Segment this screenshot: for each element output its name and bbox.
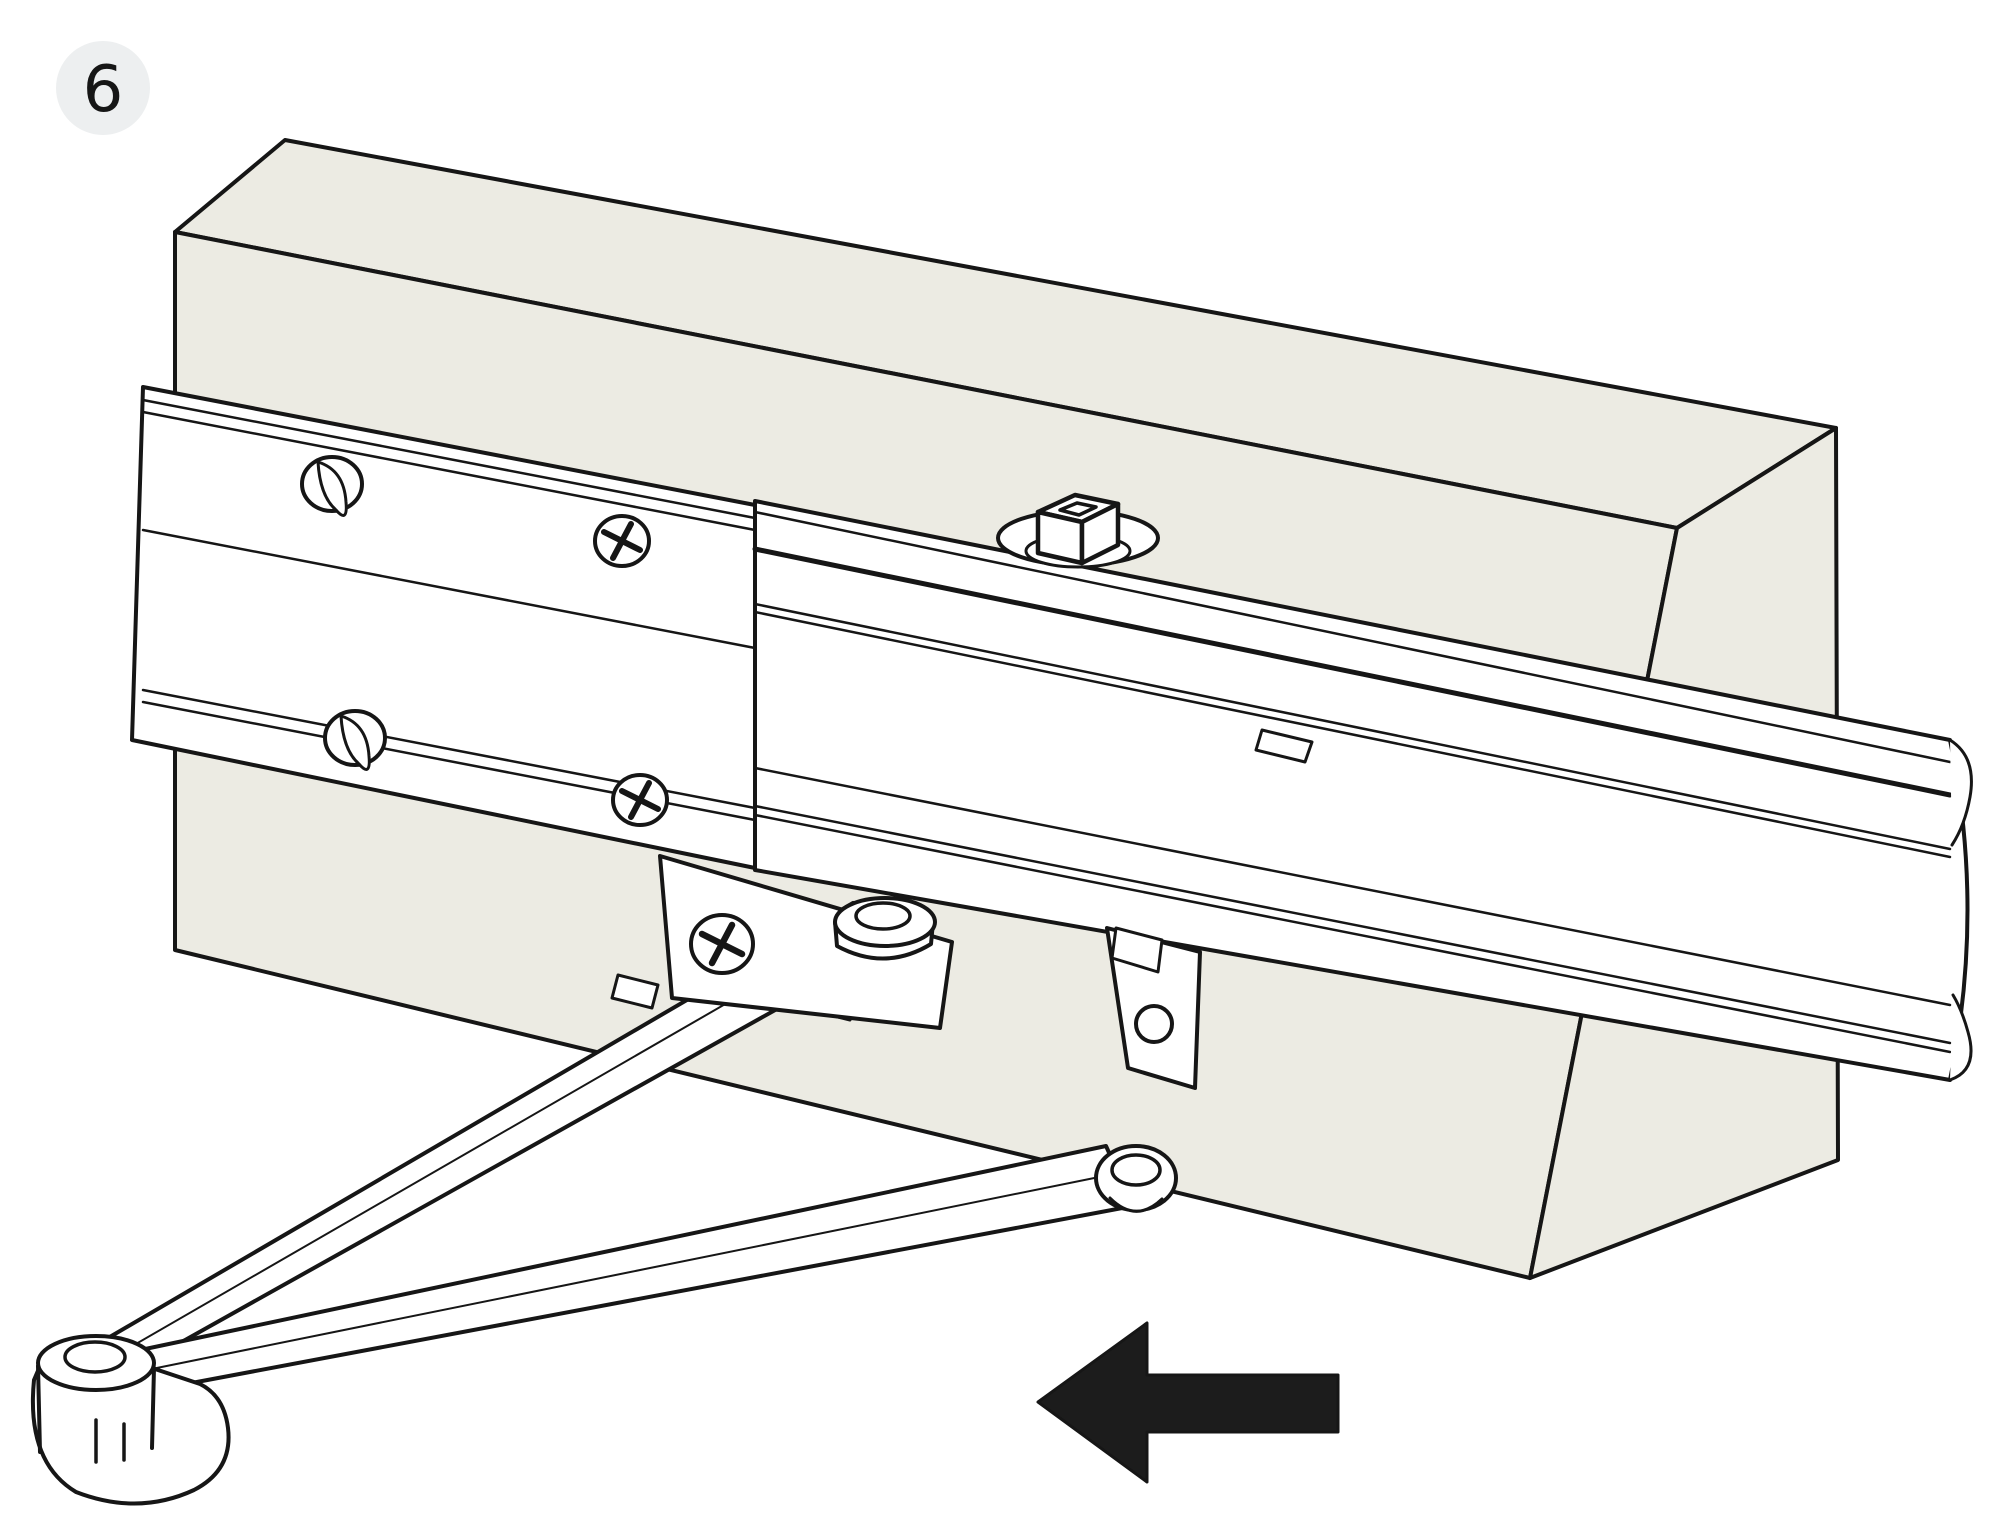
step-badge: 6 [56,41,150,135]
direction-left-arrow-icon [1036,1321,1340,1484]
step-badge-number: 6 [83,53,124,127]
arm-brackets [658,854,1202,1213]
rail-end-curl-bottom [1948,993,1973,1082]
arm-shoe [30,1334,231,1506]
mounting-screw-bottom-right [611,773,669,827]
slide-rail [610,499,1973,1082]
rail-front-edge [752,546,1953,798]
rail-slot [1254,728,1314,764]
arm-pivot-boss [833,896,937,961]
mounting-hole-bottom-left [323,709,387,771]
diagram-root: 6 [30,41,1973,1506]
closer-body [130,385,757,870]
rail-end-curl-top [1948,738,1973,847]
mounting-hole-top-left [300,455,364,517]
step-badge-circle [56,41,150,135]
arm-elbow-knuckle [1094,1144,1178,1213]
rail-slot [610,973,660,1010]
slider-l-bracket [1105,926,1202,1090]
shoe-base-plate [30,1364,231,1506]
pivot-oval-hole [854,901,912,931]
spindle-nut-icon [1035,492,1121,566]
shoe-boss [36,1334,156,1464]
mounting-screw-top-right [593,514,651,568]
l-bracket-hole [1134,1004,1174,1044]
pinion-nut-assembly [996,492,1160,569]
shoe-hole [63,1340,127,1374]
bracket-screw [689,913,755,975]
spindle-square-hole [1058,501,1098,517]
